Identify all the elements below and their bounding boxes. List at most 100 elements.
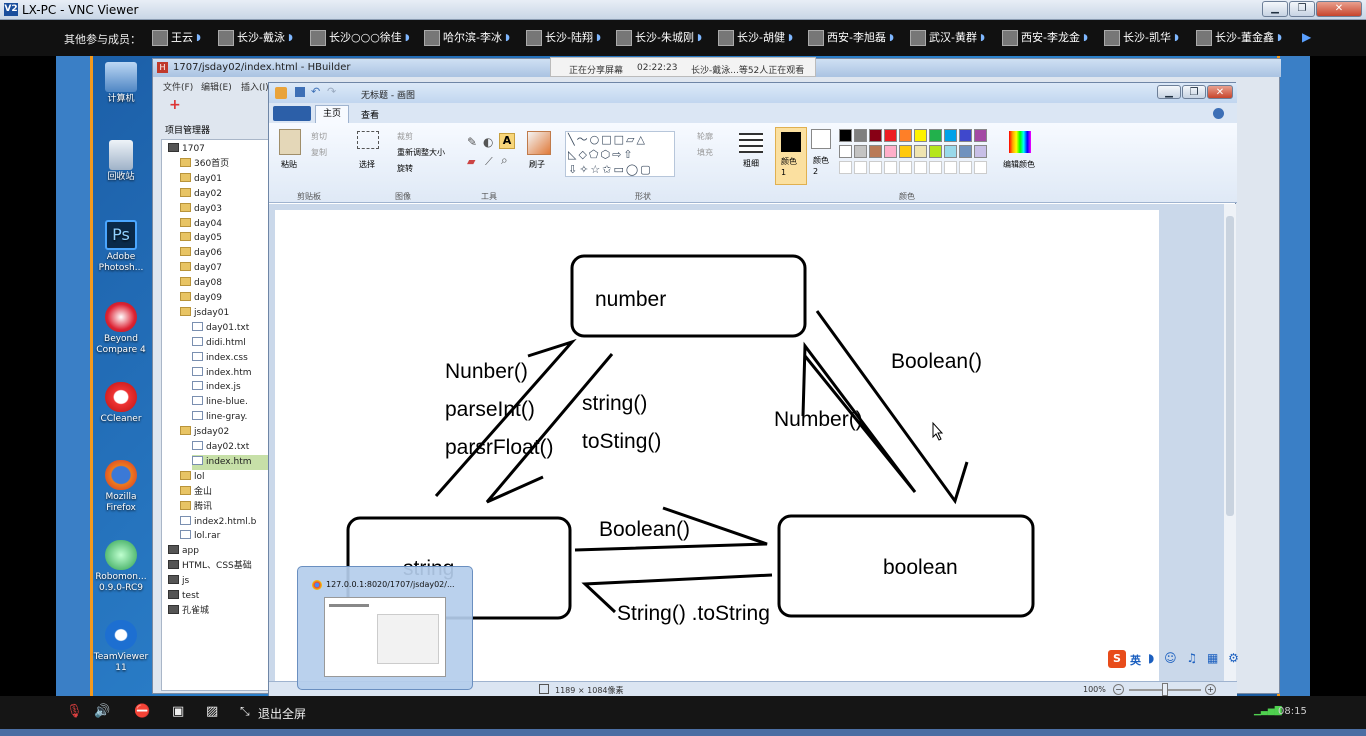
line-size-icon[interactable] bbox=[739, 133, 763, 153]
desktop-icon-computer[interactable]: 计算机 bbox=[93, 62, 149, 105]
tree-item[interactable]: day09 bbox=[180, 291, 270, 306]
resize-button[interactable]: 重新调整大小 bbox=[397, 148, 445, 157]
menu-insert[interactable]: 插入(I) bbox=[241, 83, 269, 93]
palette-swatch-empty[interactable] bbox=[899, 161, 912, 174]
zoom-slider-thumb[interactable] bbox=[1162, 683, 1168, 696]
paint-menu-button[interactable] bbox=[273, 106, 311, 121]
outline-button[interactable]: 轮廓 bbox=[697, 132, 713, 141]
magnifier-icon[interactable]: ⌕ bbox=[501, 153, 508, 167]
tree-item[interactable]: day02 bbox=[180, 187, 270, 202]
tree-item[interactable]: lol bbox=[180, 470, 270, 485]
ime-tools-icon[interactable]: ◗ ☺ ♫ ▦ ⚙ bbox=[1148, 651, 1242, 665]
tree-item[interactable]: lol.rar bbox=[180, 529, 270, 544]
tree-item[interactable]: index.js bbox=[192, 380, 270, 395]
tree-item[interactable]: js bbox=[168, 574, 270, 589]
fill-button[interactable]: 填充 bbox=[697, 148, 713, 157]
participant-item[interactable]: 哈尔滨-李冰◗ bbox=[424, 29, 510, 47]
menu-file[interactable]: 文件(F) bbox=[163, 83, 194, 93]
brush-icon[interactable] bbox=[527, 131, 551, 155]
palette-swatch[interactable] bbox=[884, 129, 897, 142]
tree-item[interactable]: day07 bbox=[180, 261, 270, 276]
participant-item[interactable]: 西安-李龙金◗ bbox=[1002, 29, 1088, 47]
tree-item[interactable]: jsday02 bbox=[180, 425, 270, 440]
palette-swatch[interactable] bbox=[974, 129, 987, 142]
paint-minimize-button[interactable]: ▁ bbox=[1157, 85, 1181, 99]
palette-swatch-empty[interactable] bbox=[929, 161, 942, 174]
tree-item[interactable]: index.htm bbox=[192, 366, 270, 381]
help-icon[interactable] bbox=[1213, 108, 1224, 119]
participant-item[interactable]: 长沙-陆翔◗ bbox=[526, 29, 601, 47]
desktop-icon-ccleaner[interactable]: CCleaner bbox=[93, 382, 149, 425]
tree-item[interactable]: didi.html bbox=[192, 336, 270, 351]
palette-swatch-empty[interactable] bbox=[869, 161, 882, 174]
palette-swatch-empty[interactable] bbox=[944, 161, 957, 174]
zoom-in-button[interactable]: + bbox=[1205, 684, 1216, 695]
participant-item[interactable]: 长沙-凯华◗ bbox=[1104, 29, 1179, 47]
tree-item[interactable]: index2.html.b bbox=[180, 515, 270, 530]
sogou-icon[interactable]: S bbox=[1108, 650, 1126, 668]
tree-item[interactable]: day04 bbox=[180, 217, 270, 232]
palette-swatch[interactable] bbox=[959, 145, 972, 158]
close-button[interactable]: ✕ bbox=[1316, 1, 1362, 17]
menu-edit[interactable]: 编辑(E) bbox=[201, 83, 232, 93]
paint-close-button[interactable]: ✕ bbox=[1207, 85, 1233, 99]
tree-item[interactable]: 1707 bbox=[168, 142, 270, 157]
palette-swatch[interactable] bbox=[974, 145, 987, 158]
rotate-button[interactable]: 旋转 bbox=[397, 164, 413, 173]
next-arrow-icon[interactable]: ▶ bbox=[1302, 30, 1312, 44]
paste-icon[interactable] bbox=[279, 129, 301, 155]
ime-mode[interactable]: 英 bbox=[1130, 654, 1141, 667]
participant-item[interactable]: 长沙-朱城刚◗ bbox=[616, 29, 702, 47]
palette-swatch-empty[interactable] bbox=[839, 161, 852, 174]
zoom-out-button[interactable]: − bbox=[1113, 684, 1124, 695]
palette-swatch[interactable] bbox=[854, 145, 867, 158]
palette-swatch-empty[interactable] bbox=[854, 161, 867, 174]
desktop-icon-recycle-bin[interactable]: 回收站 bbox=[93, 140, 149, 183]
palette-swatch[interactable] bbox=[854, 129, 867, 142]
redo-icon[interactable]: ↷ bbox=[327, 85, 337, 98]
tree-item[interactable]: 金山 bbox=[180, 485, 270, 500]
color1-button[interactable]: 颜色 1 bbox=[775, 127, 807, 185]
palette-swatch[interactable] bbox=[869, 129, 882, 142]
paint-maximize-button[interactable]: ❐ bbox=[1182, 85, 1206, 99]
size-button[interactable]: 粗细 bbox=[743, 159, 759, 168]
participant-item[interactable]: 长沙-胡健◗ bbox=[718, 29, 793, 47]
desktop-icon-firefox[interactable]: Mozilla Firefox bbox=[93, 460, 149, 514]
tab-home[interactable]: 主页 bbox=[315, 105, 349, 123]
tree-item[interactable]: day01.txt bbox=[192, 321, 270, 336]
cut-button[interactable]: 剪切 bbox=[311, 132, 327, 141]
color2-swatch[interactable] bbox=[811, 129, 831, 149]
palette-swatch[interactable] bbox=[944, 129, 957, 142]
palette-swatch[interactable] bbox=[959, 129, 972, 142]
eraser-icon[interactable]: ▰ bbox=[467, 155, 476, 168]
palette-swatch[interactable] bbox=[899, 145, 912, 158]
palette-swatch[interactable] bbox=[839, 145, 852, 158]
vertical-scrollbar[interactable] bbox=[1224, 204, 1236, 681]
whiteboard-icon[interactable]: ▨ bbox=[206, 704, 219, 719]
participant-item[interactable]: 王云◗ bbox=[152, 29, 201, 47]
brush-button[interactable]: 刷子 bbox=[529, 160, 545, 169]
tree-item[interactable]: day06 bbox=[180, 246, 270, 261]
shapes-gallery[interactable]: ╲〜○□□▱△◺◇⬠⬡⇨⇧⇩✧☆✩▭◯▢ bbox=[565, 131, 675, 177]
tree-item[interactable]: 孔雀城 bbox=[168, 604, 270, 619]
tree-item[interactable]: day05 bbox=[180, 231, 270, 246]
tree-item[interactable]: 360首页 bbox=[180, 157, 270, 172]
select-button[interactable]: 选择 bbox=[359, 160, 375, 169]
palette-swatch[interactable] bbox=[944, 145, 957, 158]
palette-swatch[interactable] bbox=[914, 145, 927, 158]
palette-swatch[interactable] bbox=[839, 129, 852, 142]
tree-item[interactable]: day08 bbox=[180, 276, 270, 291]
tree-item[interactable]: index.css bbox=[192, 351, 270, 366]
copy-button[interactable]: 复制 bbox=[311, 148, 327, 157]
palette-swatch-empty[interactable] bbox=[884, 161, 897, 174]
camera-off-icon[interactable]: ⛔ bbox=[134, 704, 151, 719]
tree-item[interactable]: test bbox=[168, 589, 270, 604]
undo-icon[interactable]: ↶ bbox=[311, 85, 321, 98]
participant-item[interactable]: 武汉-黄群◗ bbox=[910, 29, 985, 47]
select-icon[interactable] bbox=[357, 131, 379, 149]
save-icon[interactable] bbox=[295, 87, 305, 97]
taskbar-thumbnail[interactable]: 127.0.0.1:8020/1707/jsday02/... bbox=[297, 566, 473, 690]
palette-swatch[interactable] bbox=[914, 129, 927, 142]
tree-item[interactable]: app bbox=[168, 544, 270, 559]
